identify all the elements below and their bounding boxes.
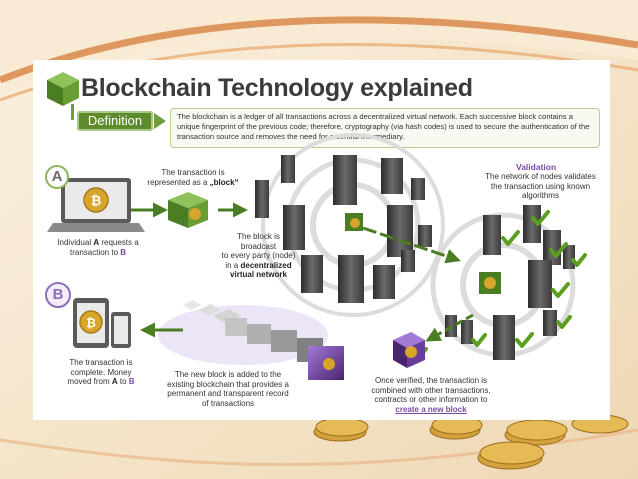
- new-block-icon: [393, 332, 425, 368]
- phone-icon: [111, 312, 131, 348]
- definition-text: The blockchain is a ledger of all transa…: [170, 108, 600, 148]
- infographic-card: Blockchain Technology explained Definiti…: [33, 60, 610, 420]
- svg-text:₿: ₿: [86, 316, 96, 330]
- label-represented: The transaction is represented as a „blo…: [147, 168, 239, 187]
- label-combined: Once verified, the transaction is combin…: [371, 376, 491, 414]
- validation-block-icon: [479, 272, 501, 294]
- definition-connector: [71, 104, 74, 120]
- arrow-to-validation: [362, 226, 461, 264]
- gold-coins-decoration: [313, 414, 629, 470]
- svg-text:₿: ₿: [91, 193, 102, 208]
- page-title: Blockchain Technology explained: [81, 74, 473, 103]
- label-complete: The transaction is complete. Money moved…: [67, 358, 135, 386]
- validation-servers: [445, 205, 575, 360]
- label-validation: The network of nodes validates the trans…: [485, 172, 596, 200]
- blockchain-flow-diagram: ₿: [47, 133, 587, 380]
- arrow-to-new-block: [425, 313, 474, 342]
- bitcoin-coin-icon: ₿: [79, 310, 103, 334]
- server-nodes-network: [255, 155, 432, 303]
- label-added: The new block is added to the existing b…: [167, 370, 289, 408]
- broadcast-block-icon: [345, 213, 363, 231]
- block-cube-icon: [47, 72, 79, 106]
- label-request: Individual A requests a transaction to B: [57, 238, 139, 257]
- title-first-letter: B: [81, 74, 99, 102]
- block-cube-icon: [168, 192, 208, 228]
- validation-title: Validation: [516, 162, 557, 172]
- blockchain-cubes: [183, 300, 344, 380]
- bitcoin-coin-icon: ₿: [83, 187, 109, 213]
- label-broadcast: The block is broadcast to every party (n…: [221, 232, 296, 279]
- title-rest: lockchain Technology explained: [98, 74, 473, 102]
- definition-label: Definition: [77, 111, 153, 131]
- marker-b: B: [45, 282, 71, 308]
- definition-arrow-icon: [154, 113, 166, 129]
- marker-a: A: [45, 165, 69, 189]
- checkmark-icon: [409, 210, 587, 363]
